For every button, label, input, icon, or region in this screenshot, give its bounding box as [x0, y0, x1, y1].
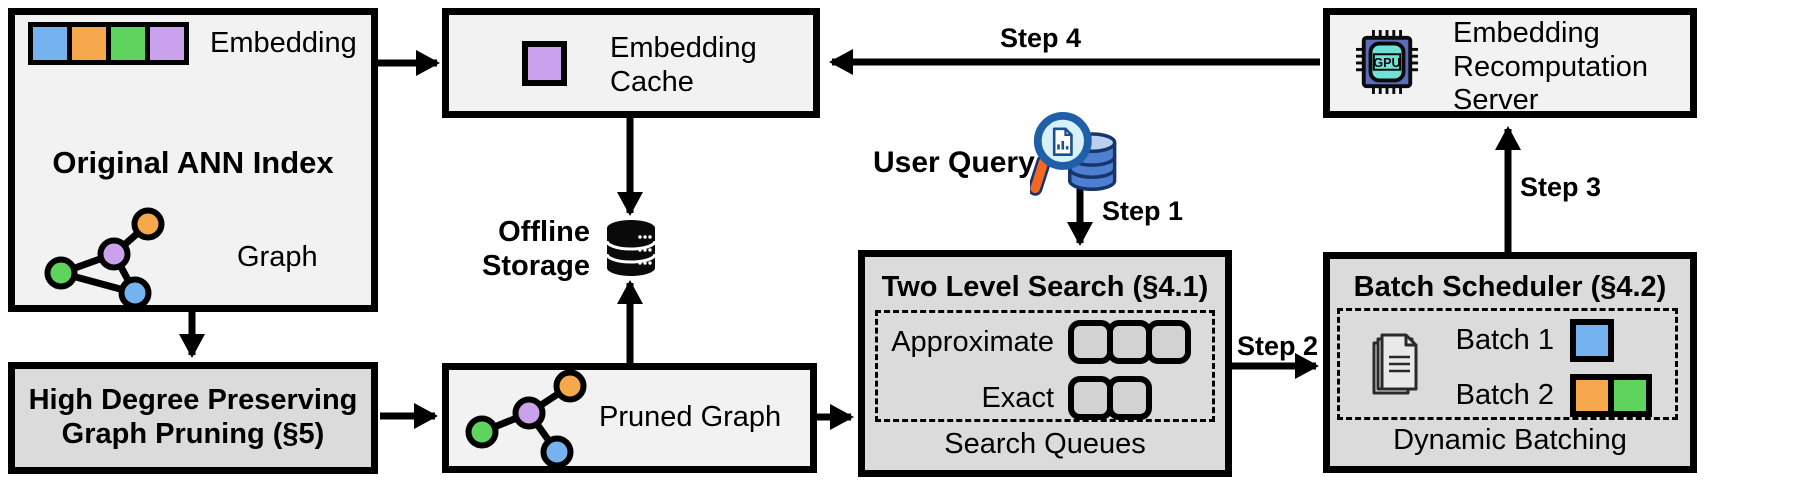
- graph-icon: [44, 207, 165, 307]
- database-icon: [605, 220, 657, 276]
- original-ann-index-box: Embedding Original ANN Index Graph: [8, 8, 378, 312]
- graph-pruning-title: High Degree Preserving Graph Pruning (§5…: [28, 384, 358, 450]
- embedding-cache-box: Embedding Cache: [442, 8, 820, 118]
- documents-icon: [1372, 333, 1418, 395]
- batch-scheduler-box: Batch Scheduler (§4.2) Batch 1: [1323, 252, 1697, 473]
- gpu-text: GPU: [1373, 56, 1400, 70]
- exact-queue-row: Exact: [878, 372, 1212, 424]
- step-1-label: Step 1: [1102, 196, 1184, 226]
- queue-slot: [1068, 320, 1113, 364]
- gpu-chip-icon: GPU: [1356, 30, 1418, 94]
- dynamic-batching-caption: Dynamic Batching: [1393, 424, 1627, 456]
- embedding-label: Embedding: [210, 27, 357, 59]
- pruned-graph-icon: [465, 370, 587, 466]
- batch-2-item-green: [1608, 373, 1652, 417]
- offline-storage-label: Offline Storage: [482, 216, 590, 282]
- queue-slot: [1107, 376, 1152, 420]
- batch-2-item-orange: [1570, 373, 1614, 417]
- embedding-swatch-blue: [28, 22, 72, 65]
- pruned-graph-box: Pruned Graph: [442, 363, 817, 473]
- two-level-search-box: Two Level Search (§4.1) Approximate Exac…: [858, 250, 1232, 477]
- batch-1-item-blue: [1570, 318, 1614, 362]
- two-level-search-title: Two Level Search (§4.1): [881, 271, 1209, 303]
- batch-1-row: Batch 1: [1340, 315, 1675, 365]
- batch-scheduler-title: Batch Scheduler (§4.2): [1353, 271, 1667, 303]
- pruned-graph-label: Pruned Graph: [599, 401, 782, 434]
- recomputation-server-title: Embedding Recomputation Server: [1453, 17, 1649, 117]
- batch-1-label: Batch 1: [1455, 323, 1554, 356]
- approximate-queue-row: Approximate: [878, 316, 1212, 368]
- dynamic-batching-panel: Batch 1 Batch 2: [1337, 308, 1678, 420]
- original-ann-index-title: Original ANN Index: [52, 145, 334, 180]
- search-queues-panel: Approximate Exact: [875, 310, 1215, 422]
- step-2-label: Step 2: [1237, 331, 1319, 361]
- batch-2-label: Batch 2: [1455, 378, 1554, 411]
- graph-pruning-box: High Degree Preserving Graph Pruning (§5…: [8, 362, 378, 474]
- step-3-label: Step 3: [1520, 172, 1602, 202]
- embedding-swatch-purple: [145, 22, 189, 65]
- search-queues-caption: Search Queues: [944, 428, 1146, 460]
- embedding-swatch-green: [106, 22, 150, 65]
- step-4-label: Step 4: [1000, 23, 1082, 53]
- approximate-label: Approximate: [891, 325, 1054, 358]
- cached-embedding-swatch: [522, 41, 567, 86]
- queue-slot: [1107, 320, 1152, 364]
- batch-2-row: Batch 2: [1340, 370, 1675, 420]
- query-magnifier-database-icon: [1030, 111, 1117, 196]
- embedding-swatch-orange: [67, 22, 111, 65]
- queue-slot: [1146, 320, 1191, 364]
- embedding-vector-swatches: [28, 22, 189, 65]
- user-query-label: User Query: [873, 146, 1035, 179]
- embedding-cache-title: Embedding Cache: [610, 32, 757, 98]
- graph-label: Graph: [237, 241, 318, 273]
- recomputation-server-box: GPU Embedding Recomputation Server: [1323, 8, 1697, 118]
- exact-label: Exact: [981, 381, 1054, 414]
